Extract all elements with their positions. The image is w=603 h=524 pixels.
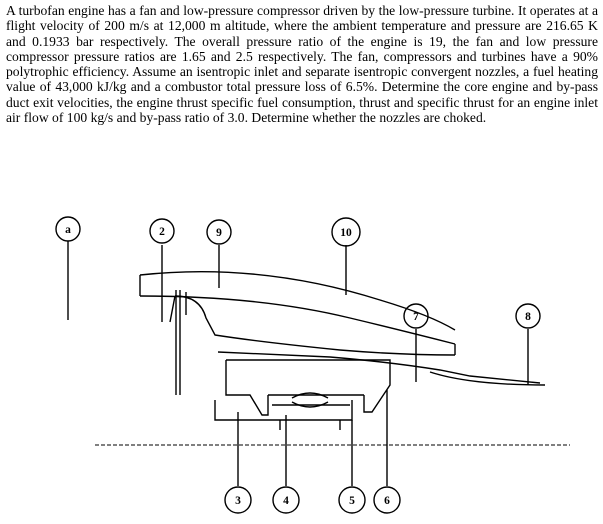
core-exhaust-cone [429,371,546,386]
station-7-label: 7 [413,311,419,323]
station-6-label: 6 [384,495,390,507]
station-4-marker [272,486,300,514]
station-3-label: 3 [235,495,241,507]
station-9-label: 9 [216,227,222,239]
station-9-marker [206,219,232,245]
station-10-label: 10 [340,227,352,239]
station-a-marker [55,216,81,242]
station-4-label: 4 [283,495,289,507]
core-cowl [169,295,456,356]
core-casing [217,351,541,384]
station-5-marker [338,486,366,514]
station-2-marker [149,218,175,244]
combustor-can-2 [291,401,329,408]
station-8-label: 8 [525,311,531,323]
nacelle-inner-wall [139,295,456,345]
station-8-marker [515,303,541,329]
station-2-label: 2 [159,226,165,238]
lp-shaft [214,400,353,421]
station-10-marker [331,217,361,247]
station-5-label: 5 [349,495,355,507]
problem-statement: A turbofan engine has a fan and low-pres… [6,3,598,126]
nacelle-outer-wall [139,270,456,331]
station-3-marker [224,486,252,514]
station-6-marker [373,486,401,514]
station-a-label: a [65,224,71,236]
combustor-can [291,392,329,399]
core-inner-box [225,359,391,416]
station-7-marker [403,303,429,329]
